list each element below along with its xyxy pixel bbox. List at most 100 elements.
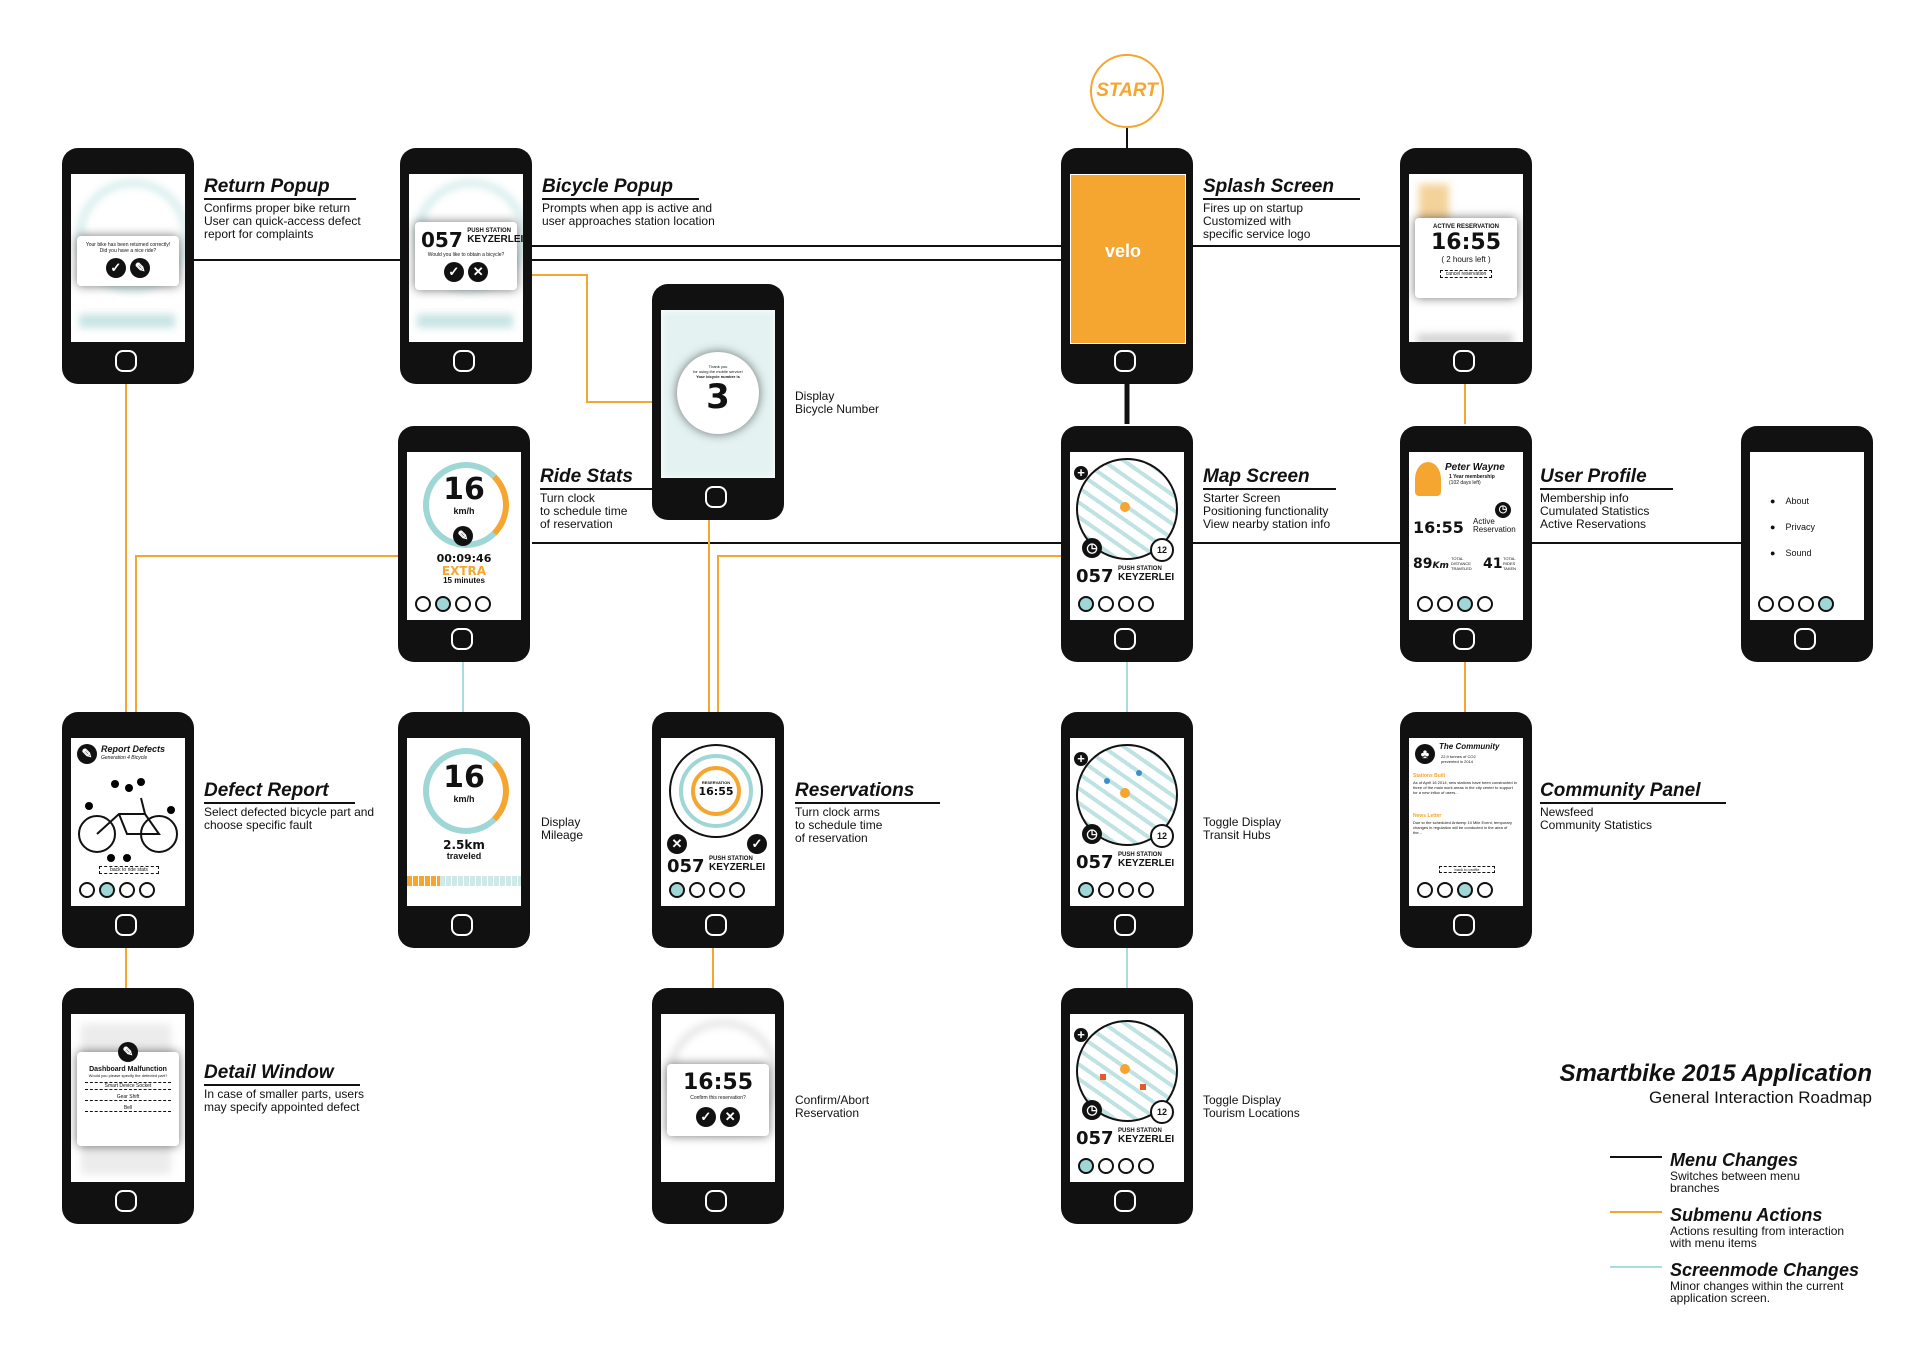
home-button[interactable] — [1794, 628, 1816, 650]
station-count[interactable]: 12 — [1150, 1100, 1174, 1124]
wrench-icon: ✎ — [118, 1042, 138, 1062]
home-button[interactable] — [1114, 914, 1136, 936]
nav-settings-icon[interactable] — [1138, 882, 1154, 898]
nav-user-icon[interactable] — [1798, 596, 1814, 612]
nav-clock-icon[interactable] — [1437, 882, 1453, 898]
home-button[interactable] — [453, 350, 475, 372]
nav-user-icon[interactable] — [455, 596, 471, 612]
detail-window-card: ✎ Dashboard Malfunction Would you please… — [77, 1042, 179, 1146]
clock-icon[interactable]: ◷ — [1082, 1100, 1102, 1120]
option-item[interactable]: Smart Device Socket — [85, 1082, 171, 1090]
bottom-nav — [1078, 596, 1176, 614]
confirm-button[interactable]: ✓ — [105, 258, 126, 278]
home-button[interactable] — [115, 1190, 137, 1212]
station-count[interactable]: 12 — [1150, 824, 1174, 848]
bicycle-diagram — [78, 778, 178, 862]
confirm-card: 16:55 Confirm this reservation? ✓ ✕ — [667, 1064, 769, 1136]
nav-settings-icon[interactable] — [1477, 596, 1493, 612]
nav-map-icon[interactable] — [1078, 596, 1094, 612]
nav-map-icon[interactable] — [1417, 882, 1433, 898]
nav-map-icon[interactable] — [1758, 596, 1774, 612]
option-item[interactable]: Gear Shift — [85, 1090, 171, 1101]
zoom-in-icon[interactable]: + — [1074, 752, 1088, 766]
home-button[interactable] — [1114, 628, 1136, 650]
nav-settings-icon[interactable] — [1138, 1158, 1154, 1174]
nav-map-icon[interactable] — [1078, 882, 1094, 898]
confirm-button[interactable]: ✓ — [747, 834, 767, 854]
home-button[interactable] — [1114, 1190, 1136, 1212]
bottom-nav — [1417, 596, 1515, 614]
back-button[interactable]: back to ride stats — [99, 866, 159, 874]
clock-icon[interactable]: ◷ — [1082, 824, 1102, 844]
nav-clock-icon[interactable] — [99, 882, 115, 898]
nav-clock-icon[interactable] — [1098, 1158, 1114, 1174]
zoom-in-icon[interactable]: + — [1074, 1028, 1088, 1042]
home-button[interactable] — [1453, 350, 1475, 372]
home-button[interactable] — [705, 914, 727, 936]
nav-user-icon[interactable] — [1457, 596, 1473, 612]
bottom-nav — [1758, 596, 1856, 614]
nav-clock-icon[interactable] — [689, 882, 705, 898]
confirm-button[interactable]: ✓ — [443, 262, 464, 282]
nav-map-icon[interactable] — [415, 596, 431, 612]
nav-user-icon[interactable] — [1118, 596, 1134, 612]
bottom-nav — [1078, 882, 1176, 900]
home-button[interactable] — [1453, 628, 1475, 650]
nav-settings-icon[interactable] — [1138, 596, 1154, 612]
settings-item-privacy[interactable]: ● Privacy — [1770, 522, 1815, 532]
nav-user-icon[interactable] — [709, 882, 725, 898]
bottom-nav — [415, 596, 513, 614]
bottom-nav — [79, 882, 177, 900]
nav-user-icon[interactable] — [119, 882, 135, 898]
nav-clock-icon[interactable] — [1437, 596, 1453, 612]
nav-settings-icon[interactable] — [1477, 882, 1493, 898]
home-button[interactable] — [1453, 914, 1475, 936]
cancel-button[interactable]: ✕ — [667, 834, 687, 854]
back-button[interactable]: back to profile — [1439, 866, 1495, 873]
home-button[interactable] — [1114, 350, 1136, 372]
community-icon: ♣ — [1415, 744, 1435, 764]
nav-clock-icon[interactable] — [435, 596, 451, 612]
nav-settings-icon[interactable] — [139, 882, 155, 898]
nav-map-icon[interactable] — [79, 882, 95, 898]
nav-clock-icon[interactable] — [1098, 596, 1114, 612]
home-button[interactable] — [115, 914, 137, 936]
cancel-button[interactable]: ✕ — [468, 262, 489, 282]
confirm-button[interactable]: ✓ — [695, 1107, 716, 1127]
home-button[interactable] — [115, 350, 137, 372]
station-count[interactable]: 12 — [1150, 538, 1174, 562]
home-button[interactable] — [705, 1190, 727, 1212]
option-item[interactable]: Bell — [85, 1101, 171, 1112]
home-button[interactable] — [451, 914, 473, 936]
nav-map-icon[interactable] — [669, 882, 685, 898]
home-button[interactable] — [705, 486, 727, 508]
home-button[interactable] — [451, 628, 473, 650]
document-title: Smartbike 2015 Application General Inter… — [1559, 1060, 1872, 1107]
reservation-popup-card: ACTIVE RESERVATION 16:55 ( 2 hours left … — [1415, 218, 1517, 298]
wrench-icon[interactable]: ✎ — [453, 526, 473, 546]
wrench-button[interactable]: ✎ — [130, 258, 151, 278]
annotation-return-popup: Return Popup Confirms proper bike return… — [204, 176, 361, 241]
nav-user-icon[interactable] — [1457, 882, 1473, 898]
nav-clock-icon[interactable] — [1098, 882, 1114, 898]
cancel-reservation-button[interactable]: cancel reservation — [1440, 270, 1492, 278]
settings-item-about[interactable]: ● About — [1770, 496, 1809, 506]
nav-map-icon[interactable] — [1417, 596, 1433, 612]
cancel-button[interactable]: ✕ — [720, 1107, 741, 1127]
nav-settings-icon[interactable] — [475, 596, 491, 612]
nav-map-icon[interactable] — [1078, 1158, 1094, 1174]
settings-item-sound[interactable]: ● Sound — [1770, 548, 1812, 558]
nav-clock-icon[interactable] — [1778, 596, 1794, 612]
zoom-in-icon[interactable]: + — [1074, 466, 1088, 480]
nav-user-icon[interactable] — [1118, 1158, 1134, 1174]
nav-settings-icon[interactable] — [729, 882, 745, 898]
nav-user-icon[interactable] — [1118, 882, 1134, 898]
clock-icon[interactable]: ◷ — [1082, 538, 1102, 558]
nav-settings-icon[interactable] — [1818, 596, 1834, 612]
